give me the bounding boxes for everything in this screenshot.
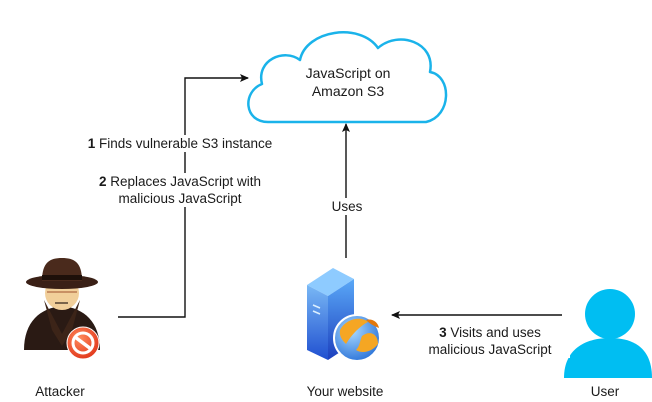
user-icon	[564, 289, 652, 378]
step-text: Replaces JavaScript with	[106, 174, 262, 189]
step-text-line2: malicious JavaScript	[118, 191, 242, 206]
website-caption: Your website	[306, 384, 384, 399]
step-number: 1	[87, 136, 96, 151]
cloud-icon	[247, 31, 448, 124]
step-text: Finds vulnerable S3 instance	[95, 136, 273, 151]
step-number: 3	[439, 325, 447, 340]
uses-label: Uses	[322, 198, 372, 215]
step-2-label: 2 Replaces JavaScript with malicious Jav…	[40, 173, 320, 207]
cloud-label-line1: JavaScript on	[305, 65, 391, 81]
step-3-label: 3 Visits and uses malicious JavaScript	[410, 324, 570, 358]
step-text: Visits and uses	[446, 325, 541, 340]
attacker-caption: Attacker	[35, 384, 85, 399]
web-server-globe-icon	[307, 268, 381, 362]
cloud-label: JavaScript on Amazon S3	[268, 64, 428, 100]
step-text-line2: malicious JavaScript	[428, 342, 552, 357]
step-number: 2	[98, 174, 107, 189]
user-caption: User	[590, 384, 620, 399]
step-1-label: 1 Finds vulnerable S3 instance	[40, 135, 320, 152]
attacker-spy-icon	[24, 258, 100, 360]
cloud-label-line2: Amazon S3	[311, 83, 385, 99]
